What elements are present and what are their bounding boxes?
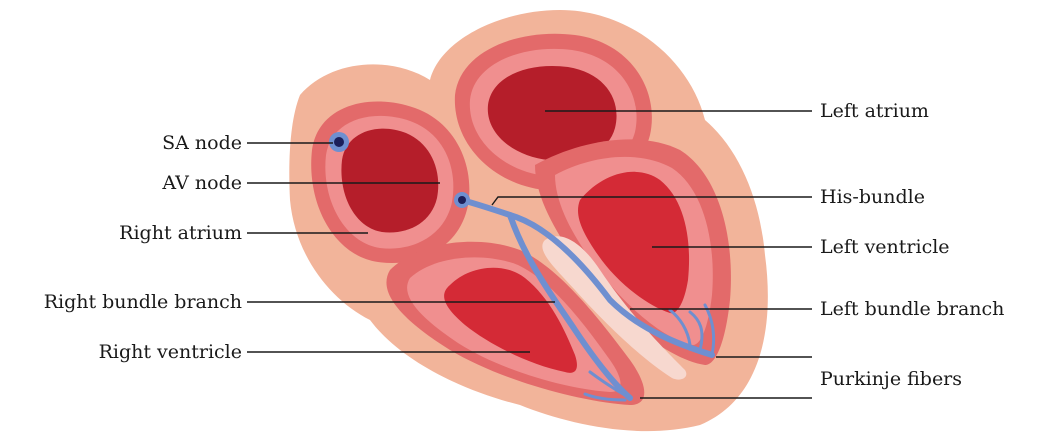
label-left-bundle-branch: Left bundle branch: [820, 298, 1004, 320]
label-right-atrium: Right atrium: [119, 222, 242, 244]
label-his-bundle: His-bundle: [820, 186, 925, 208]
sa-node-core: [334, 137, 344, 147]
label-left-ventricle: Left ventricle: [820, 236, 950, 258]
label-right-bundle-branch: Right bundle branch: [44, 291, 242, 313]
label-purkinje-fibers: Purkinje fibers: [820, 368, 962, 390]
label-right-ventricle: Right ventricle: [99, 341, 242, 363]
label-sa-node: SA node: [162, 132, 242, 154]
av-node-core: [458, 196, 466, 204]
label-left-atrium: Left atrium: [820, 100, 929, 122]
label-av-node: AV node: [162, 172, 242, 194]
